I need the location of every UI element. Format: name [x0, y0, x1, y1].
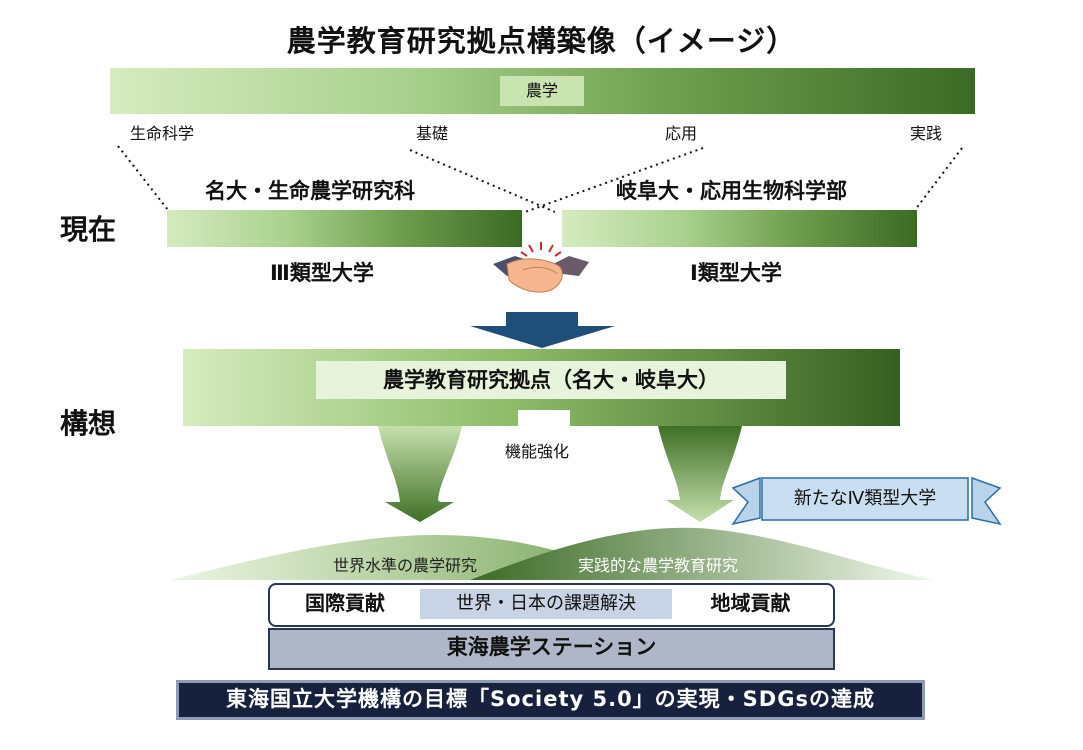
new-type-label: 新たなⅣ類型大学	[793, 488, 937, 509]
spectrum-applied: 応用	[665, 124, 698, 143]
strengthen-label: 機能強化	[505, 442, 570, 461]
ribbon-new-type	[731, 476, 1002, 526]
down-arrow-icon	[470, 312, 615, 348]
spectrum-basic: 基礎	[416, 124, 449, 143]
gifu-name: 岐阜大・応用生物科学部	[616, 179, 847, 203]
nagoya-name: 名大・生命農学研究科	[205, 179, 415, 203]
regional-contribution: 地域貢献	[710, 591, 791, 615]
international-contribution: 国際貢献	[305, 591, 385, 615]
handshake-icon	[493, 242, 589, 293]
page-title: 農学教育研究拠点構築像（イメージ）	[286, 24, 797, 58]
goal-banner: 東海国立大学機構の目標「Society 5.0」の実現・SDGsの達成	[176, 680, 925, 720]
funnel-arrow-left	[378, 426, 462, 522]
world-research-label: 世界水準の農学研究	[333, 556, 478, 575]
funnel-arrow-right	[658, 426, 742, 522]
tokai-station: 東海農学ステーション	[268, 628, 835, 670]
hub-label: 農学教育研究拠点（名大・岐阜大）	[316, 361, 786, 399]
gifu-type: Ⅰ類型大学	[690, 261, 782, 285]
vision-label: 構想	[60, 407, 117, 440]
current-label: 現在	[60, 213, 117, 246]
nagoya-bar	[167, 210, 522, 247]
practical-research-label: 実践的な農学教育研究	[578, 556, 739, 575]
agriculture-label: 農学	[500, 76, 584, 106]
hub-gap	[518, 410, 570, 426]
spectrum-practical: 実践	[910, 124, 943, 143]
spectrum-life-science: 生命科学	[130, 124, 195, 143]
contribution-row: 国際貢献 世界・日本の課題解決 地域貢献	[268, 583, 835, 627]
issue-solving: 世界・日本の課題解決	[420, 589, 672, 619]
nagoya-type: Ⅲ類型大学	[270, 261, 374, 285]
gifu-bar	[562, 210, 917, 247]
dotted-connector-lines	[117, 145, 963, 213]
hill-practical-research	[470, 527, 935, 580]
